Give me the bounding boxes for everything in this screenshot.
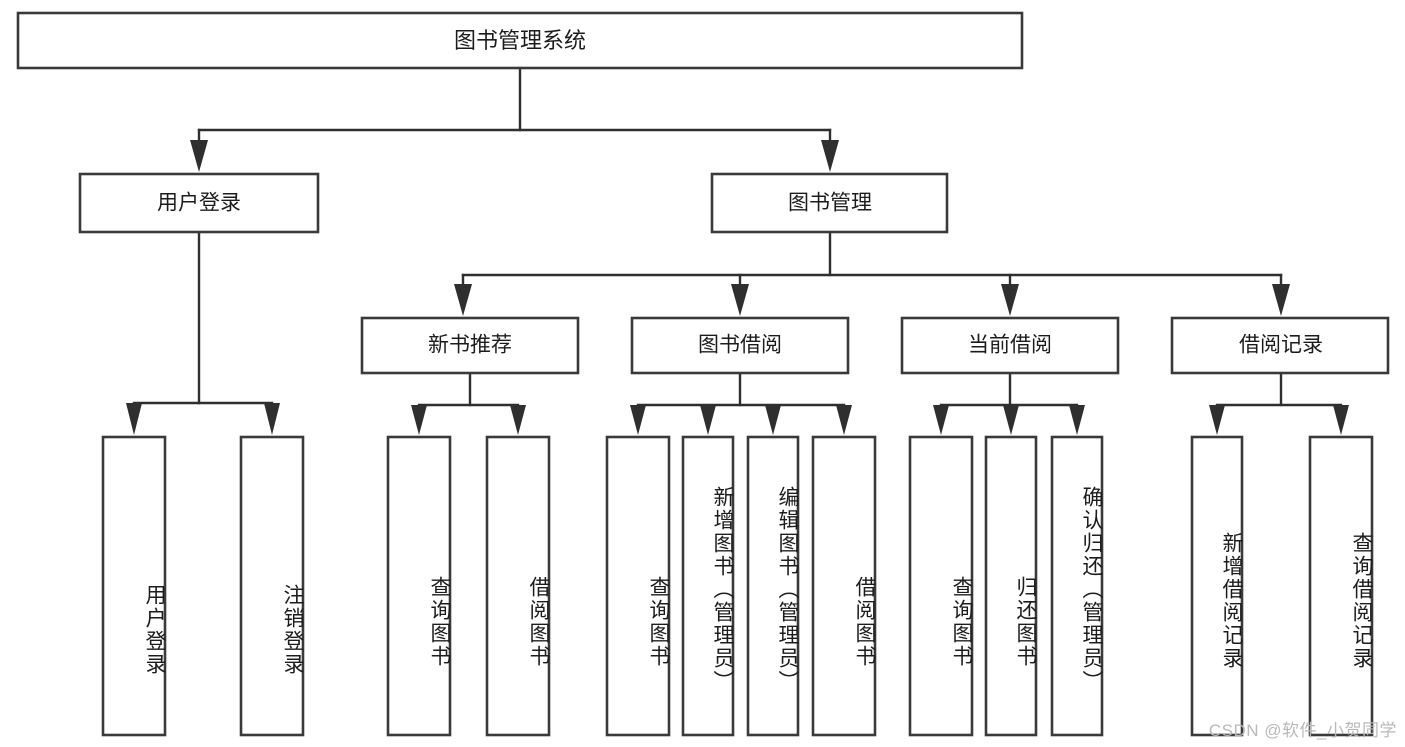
node-new-book-recommend-label: 新书推荐 [428, 334, 512, 357]
node-book-management-box[interactable] [710, 172, 949, 234]
node-book-borrow-box[interactable] [630, 316, 850, 375]
leaf-box-confirm-return-admin[interactable] [1050, 435, 1104, 737]
connector-group-root-to-level2 [190, 66, 839, 172]
node-new-book-recommend-box[interactable] [360, 316, 580, 375]
leaf-box-borrow-book[interactable] [811, 435, 877, 737]
leaf-box-return-book[interactable] [984, 435, 1038, 737]
node-root-system[interactable]: 图书管理系统 [16, 11, 1024, 70]
node-current-borrow-box[interactable] [900, 316, 1120, 375]
leaf-box-edit-book-admin[interactable] [746, 435, 800, 737]
connector-group-book-borrow-to-leaves [630, 371, 852, 435]
arrow-head-new-book-rec [454, 284, 472, 316]
node-user-login[interactable]: 用户登录 [78, 172, 320, 234]
node-book-management[interactable]: 图书管理 [710, 172, 949, 234]
node-book-borrow-label: 图书借阅 [698, 334, 782, 357]
arrow-head-leaf-borrow-book-2 [836, 405, 852, 435]
arrow-head-book-mgmt [821, 140, 839, 172]
leaf-box-add-book-admin[interactable] [681, 435, 735, 737]
arrow-head-leaf-borrow-book-1 [510, 405, 526, 435]
node-root-system-box[interactable] [16, 11, 1024, 70]
csdn-watermark: CSDN @软件_小贺同学 [1208, 721, 1397, 740]
node-borrow-record[interactable]: 借阅记录 [1170, 316, 1390, 375]
connector-group-current-borrow-to-leaves [933, 371, 1085, 435]
arrow-head-borrow-record [1272, 284, 1290, 316]
arrow-head-leaf-add-book [700, 405, 716, 435]
arrow-head-leaf-add-record [1209, 405, 1225, 435]
arrow-head-current-borrow [1001, 284, 1019, 316]
leaf-box-logout[interactable] [239, 435, 305, 737]
arrow-head-leaf-query-book-2 [630, 405, 646, 435]
leaf-box-user-login[interactable] [101, 435, 167, 737]
node-user-login-label: 用户登录 [157, 192, 241, 215]
connector-group-borrow-record-to-leaves [1209, 371, 1349, 435]
arrow-head-book-borrow [731, 284, 749, 316]
node-book-management-label: 图书管理 [788, 192, 872, 215]
arrow-head-leaf-confirm-return [1069, 405, 1085, 435]
node-root-system-label: 图书管理系统 [454, 28, 586, 53]
node-new-book-recommend[interactable]: 新书推荐 [360, 316, 580, 375]
connector-group-new-book-rec-to-leaves [411, 371, 526, 435]
arrow-head-leaf-logout [264, 403, 280, 435]
leaf-box-group [101, 435, 1374, 737]
node-book-borrow[interactable]: 图书借阅 [630, 316, 850, 375]
leaf-box-borrow-book-rec[interactable] [485, 435, 551, 737]
node-current-borrow-label: 当前借阅 [968, 334, 1052, 357]
connector-group-user-login-to-leaves [126, 230, 280, 435]
leaf-box-query-book-rec[interactable] [386, 435, 452, 737]
node-current-borrow[interactable]: 当前借阅 [900, 316, 1120, 375]
arrow-head-leaf-user-login [126, 403, 142, 435]
leaf-box-query-book-borrow[interactable] [605, 435, 671, 737]
connector-group-book-mgmt-to-level3 [454, 230, 1290, 316]
leaf-box-query-borrow-record[interactable] [1308, 435, 1374, 737]
arrow-head-leaf-query-book-3 [933, 405, 949, 435]
leaf-box-query-book-current[interactable] [908, 435, 974, 737]
node-borrow-record-box[interactable] [1170, 316, 1390, 375]
leaf-box-add-borrow-record[interactable] [1190, 435, 1244, 737]
arrow-head-leaf-query-record [1333, 405, 1349, 435]
arrow-head-leaf-return-book [1003, 405, 1019, 435]
node-borrow-record-label: 借阅记录 [1239, 334, 1323, 357]
node-user-login-box[interactable] [78, 172, 320, 234]
arrow-head-leaf-edit-book [765, 405, 781, 435]
arrow-head-leaf-query-book-1 [411, 405, 427, 435]
arrow-head-user-login [190, 140, 208, 172]
